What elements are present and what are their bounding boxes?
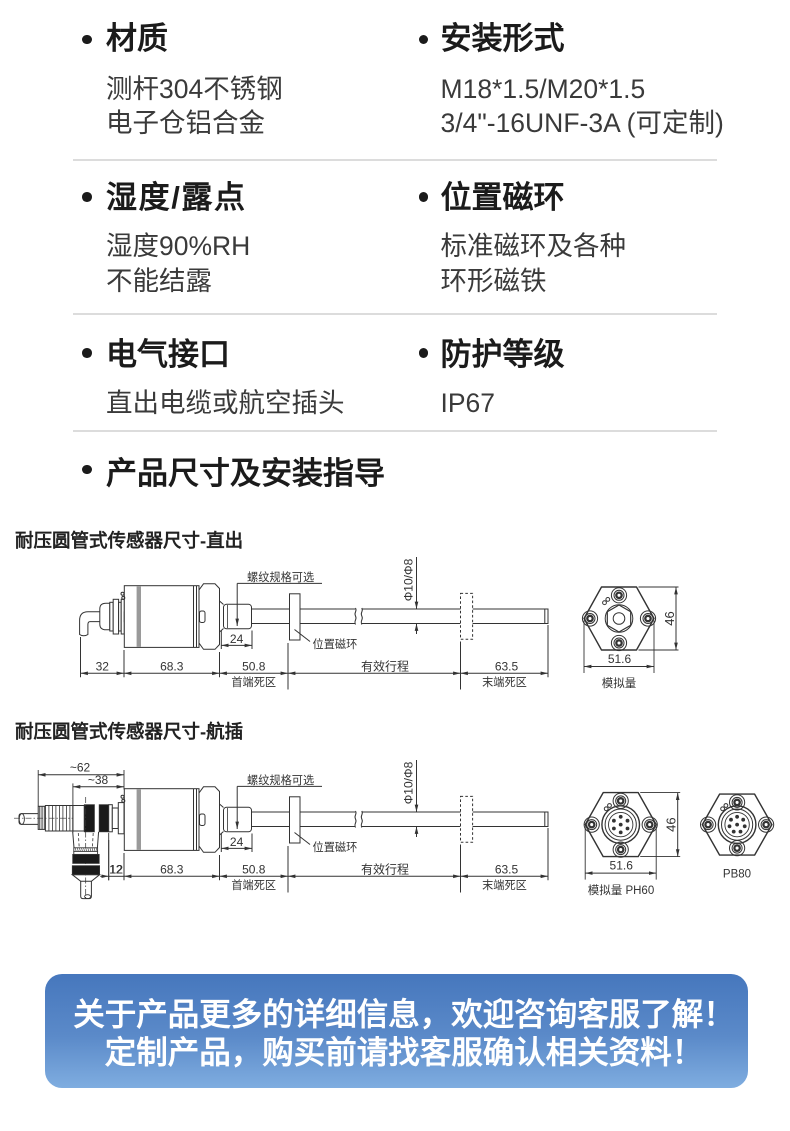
svg-text:~62: ~62	[70, 761, 91, 775]
svg-text:63.5: 63.5	[495, 660, 519, 674]
svg-text:68.3: 68.3	[160, 660, 184, 674]
svg-text:50.8: 50.8	[242, 863, 266, 877]
svg-text:末端死区: 末端死区	[482, 675, 527, 689]
svg-text:32: 32	[96, 660, 110, 674]
svg-text:有效行程: 有效行程	[361, 862, 409, 877]
svg-text:模拟量: 模拟量	[602, 676, 637, 690]
svg-text:51.6: 51.6	[610, 859, 634, 873]
svg-text:46: 46	[664, 817, 679, 831]
svg-text:24: 24	[230, 632, 244, 646]
svg-text:位置磁环: 位置磁环	[313, 840, 358, 854]
svg-text:68.3: 68.3	[160, 863, 184, 877]
svg-text:46: 46	[662, 611, 677, 625]
svg-text:63.5: 63.5	[495, 863, 519, 877]
svg-text:PB80: PB80	[723, 868, 751, 880]
svg-text:12: 12	[109, 863, 123, 877]
svg-text:50.8: 50.8	[242, 660, 266, 674]
svg-text:24: 24	[230, 835, 244, 849]
svg-text:Φ10/Φ8: Φ10/Φ8	[402, 761, 416, 804]
svg-text:模拟量 PH60: 模拟量 PH60	[588, 883, 654, 897]
svg-text:12: 12	[110, 863, 124, 877]
svg-text:首端死区: 首端死区	[231, 675, 276, 689]
svg-text:51.6: 51.6	[608, 652, 632, 666]
svg-text:~38: ~38	[88, 773, 109, 787]
svg-text:螺纹规格可选: 螺纹规格可选	[247, 773, 314, 787]
svg-text:Φ10/Φ8: Φ10/Φ8	[402, 558, 416, 601]
svg-text:首端死区: 首端死区	[231, 878, 276, 892]
svg-text:位置磁环: 位置磁环	[313, 637, 358, 651]
svg-text:有效行程: 有效行程	[361, 659, 409, 674]
svg-text:螺纹规格可选: 螺纹规格可选	[247, 570, 314, 584]
svg-text:末端死区: 末端死区	[482, 878, 527, 892]
